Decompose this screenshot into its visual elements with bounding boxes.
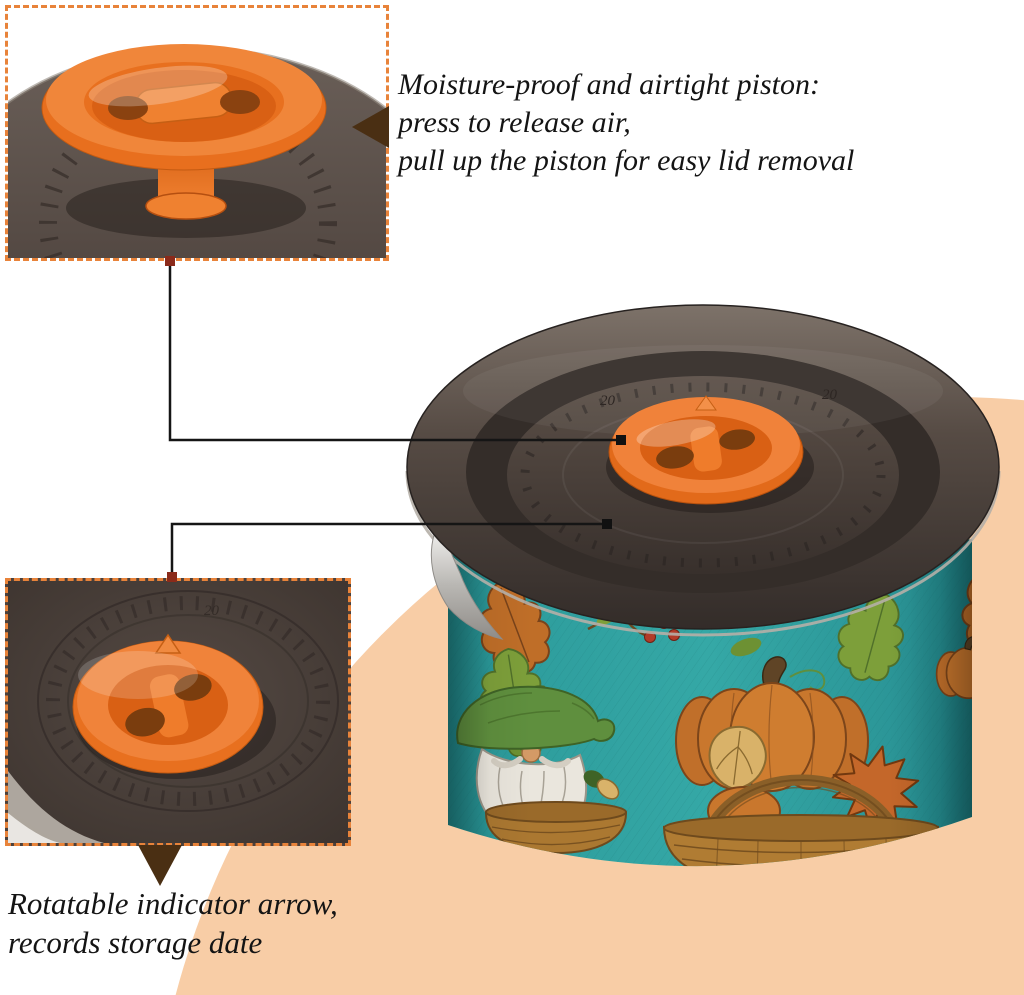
piston-hole-right xyxy=(719,429,756,450)
annotation-line-3: pull up the piston for easy lid removal xyxy=(398,144,855,177)
lid-embossed-number-right: 20 xyxy=(822,387,838,403)
rotatable-indicator-arrow xyxy=(154,633,182,654)
annotation-line-1: Moisture-proof and airtight piston: xyxy=(398,68,820,101)
annotation-line-2: records storage date xyxy=(8,925,263,960)
piston-knob xyxy=(41,44,327,171)
indicator-closeup-photo: 20 xyxy=(8,581,348,843)
dial-tick-marks xyxy=(46,596,330,806)
orange-piston xyxy=(606,395,814,513)
canister-product-photo: 20 20 xyxy=(405,304,1001,867)
piston-dial xyxy=(72,633,264,774)
detail-inset-piston xyxy=(5,5,389,261)
callout-arrow-down-icon xyxy=(138,845,182,886)
piston-hole-left xyxy=(656,446,694,469)
canister-lid: 20 20 xyxy=(406,304,1000,630)
piston-closeup-photo xyxy=(8,8,386,258)
lid-dial-ticks xyxy=(520,382,886,568)
dial-embossed-number: 20 xyxy=(204,603,220,619)
canister-body xyxy=(405,470,1001,867)
indicator-annotation: Rotatable indicator arrow, records stora… xyxy=(8,884,488,962)
lid-embossed-number-left: 20 xyxy=(600,393,616,409)
piston-hole-left xyxy=(125,707,165,737)
detail-inset-indicator: 20 xyxy=(5,578,351,846)
piston-annotation: Moisture-proof and airtight piston: pres… xyxy=(398,66,1010,180)
annotation-line-2: press to release air, xyxy=(398,106,631,139)
indicator-arrow-notch xyxy=(695,395,717,411)
photo-background-corner xyxy=(8,771,104,843)
annotation-line-1: Rotatable indicator arrow, xyxy=(8,886,338,921)
piston-hole-right xyxy=(174,674,212,701)
